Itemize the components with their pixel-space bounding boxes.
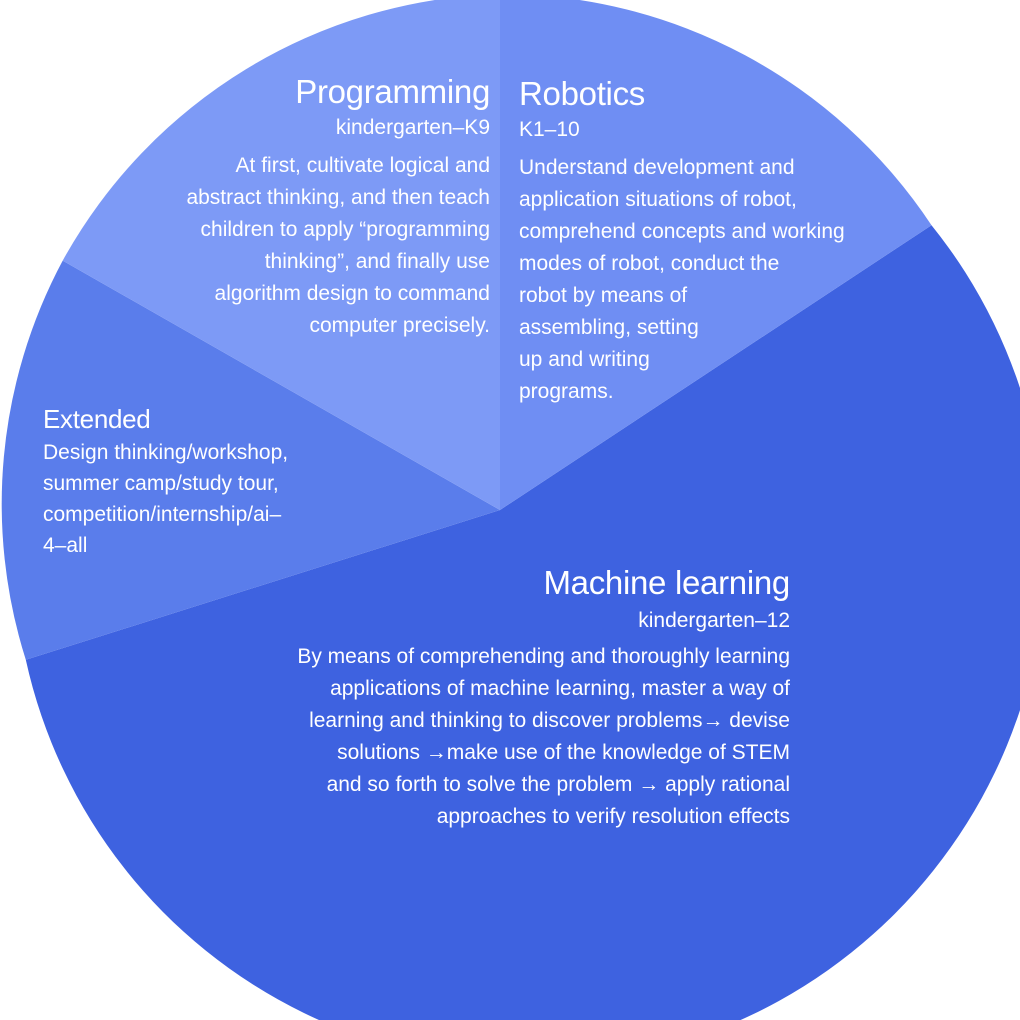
machine-learning-desc-line: and so forth to solve the problem → appl… xyxy=(326,773,790,796)
robotics-subtitle: K1–10 xyxy=(519,118,580,141)
extended-title: Extended xyxy=(43,404,151,434)
programming-desc-line: computer precisely. xyxy=(309,314,490,337)
machine-learning-title: Machine learning xyxy=(543,564,790,601)
programming-title: Programming xyxy=(295,73,490,110)
robotics-block: Robotics K1–10 Understand development an… xyxy=(519,74,845,408)
robotics-desc-line: assembling, setting xyxy=(519,316,699,339)
robotics-desc-line: programs. xyxy=(519,380,614,403)
extended-block: Extended Design thinking/workshop, summe… xyxy=(43,401,288,561)
robotics-desc-line: modes of robot, conduct the xyxy=(519,252,780,275)
machine-learning-block: Machine learning kindergarten–12 By mean… xyxy=(297,563,790,833)
segment-machine-learning-wedge xyxy=(25,225,1020,1020)
programming-desc-line: children to apply “programming xyxy=(200,218,490,241)
machine-learning-desc-line: solutions →make use of the knowledge of … xyxy=(337,741,790,764)
extended-desc-line: summer camp/study tour, xyxy=(43,472,279,495)
extended-desc-line: 4–all xyxy=(43,534,88,557)
robotics-desc-line: comprehend concepts and working xyxy=(519,220,845,243)
programming-description: At first, cultivate logical and abstract… xyxy=(186,150,490,342)
extended-desc-line: competition/internship/ai– xyxy=(43,503,282,526)
robotics-desc-line: Understand development and xyxy=(519,156,795,179)
machine-learning-desc-line: learning and thinking to discover proble… xyxy=(309,709,790,732)
programming-block: Programming kindergarten–K9 At first, cu… xyxy=(186,72,490,342)
programming-desc-line: algorithm design to command xyxy=(214,282,490,305)
robotics-description: Understand development and application s… xyxy=(519,152,845,408)
programming-subtitle: kindergarten–K9 xyxy=(335,116,490,139)
programming-desc-line: At first, cultivate logical and xyxy=(235,154,490,177)
segment-programming-wedge xyxy=(62,0,500,510)
extended-desc-line: Design thinking/workshop, xyxy=(43,441,289,464)
machine-learning-desc-line: By means of comprehending and thoroughly… xyxy=(297,645,790,668)
segment-extended-wedge xyxy=(1,260,500,660)
machine-learning-description: By means of comprehending and thoroughly… xyxy=(297,641,790,833)
machine-learning-subtitle: kindergarten–12 xyxy=(638,609,790,632)
robotics-desc-line: robot by means of xyxy=(519,284,688,307)
segment-robotics-wedge xyxy=(500,0,932,510)
extended-description: Design thinking/workshop, summer camp/st… xyxy=(43,437,288,561)
robotics-desc-line: up and writing xyxy=(519,348,650,371)
machine-learning-desc-line: approaches to verify resolution effects xyxy=(436,805,790,828)
robotics-desc-line: application situations of robot, xyxy=(519,188,797,211)
programming-desc-line: thinking”, and finally use xyxy=(264,250,490,273)
robotics-title: Robotics xyxy=(519,75,645,112)
machine-learning-desc-line: applications of machine learning, master… xyxy=(330,677,790,700)
programming-desc-line: abstract thinking, and then teach xyxy=(186,186,490,209)
